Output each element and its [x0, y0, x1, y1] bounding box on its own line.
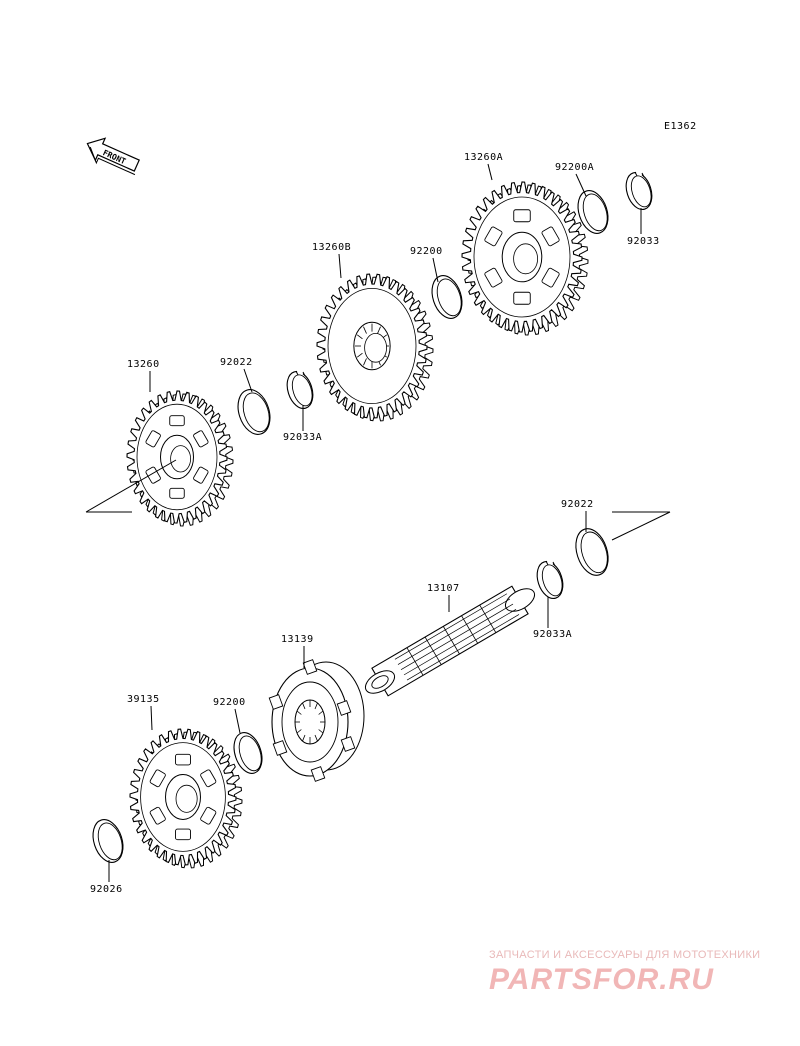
gear-13260A[interactable]	[461, 181, 589, 336]
ring-92200-lower[interactable]	[229, 729, 267, 777]
part-label-92200[interactable]: 92200	[410, 246, 443, 257]
part-label-39135[interactable]: 39135	[127, 694, 160, 705]
ring-92033A-upper[interactable]	[283, 368, 318, 412]
watermark-logo: PARTSFOR.RU	[489, 963, 714, 996]
part-label-92022-lower[interactable]: 92022	[561, 499, 594, 510]
part-label-13139[interactable]: 13139	[281, 634, 314, 645]
watermark-tagline: ЗАПЧАСТИ И АКСЕССУАРЫ ДЛЯ МОТОТЕХНИКИ	[489, 949, 761, 961]
ring-92033A-lower[interactable]	[533, 558, 568, 602]
part-label-13260B[interactable]: 13260B	[312, 242, 352, 253]
part-label-92033[interactable]: 92033	[627, 236, 660, 247]
gear-13260B[interactable]	[316, 273, 434, 422]
ring-92200A[interactable]	[573, 187, 613, 237]
shaft-13107[interactable]	[362, 584, 539, 698]
part-label-92033A-lower[interactable]: 92033A	[533, 629, 573, 640]
diagram-code: E1362	[664, 121, 697, 132]
part-label-92200A[interactable]: 92200A	[555, 162, 595, 173]
gear-39135[interactable]	[129, 728, 243, 869]
ring-92026[interactable]	[88, 816, 128, 866]
part-label-92033A-upper[interactable]: 92033A	[283, 432, 323, 443]
front-arrow-icon: FRONT	[86, 137, 140, 176]
ring-92033[interactable]	[622, 169, 657, 213]
part-label-92026[interactable]: 92026	[90, 884, 123, 895]
ring-92022-lower[interactable]	[570, 525, 613, 580]
gear-13260[interactable]	[126, 390, 234, 527]
leader-lines	[85, 163, 671, 882]
dog-gear-13139[interactable]	[268, 659, 365, 782]
ring-drawings	[88, 169, 657, 866]
part-label-13260[interactable]: 13260	[127, 359, 160, 370]
part-label-13260A[interactable]: 13260A	[464, 152, 504, 163]
part-label-92022-upper[interactable]: 92022	[220, 357, 253, 368]
shaft-drawing	[268, 584, 539, 782]
part-label-13107[interactable]: 13107	[427, 583, 460, 594]
ring-92022-upper[interactable]	[233, 385, 276, 438]
ring-92200[interactable]	[427, 272, 467, 322]
part-label-92200-lower[interactable]: 92200	[213, 697, 246, 708]
gear-drawings	[126, 181, 589, 869]
